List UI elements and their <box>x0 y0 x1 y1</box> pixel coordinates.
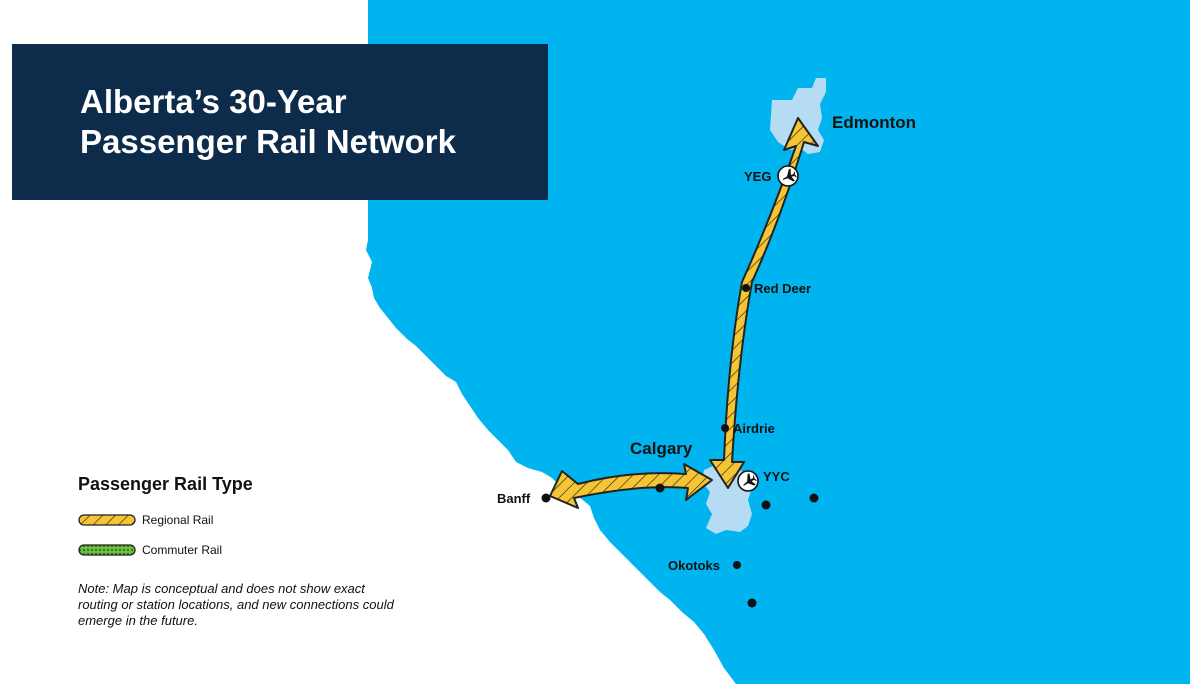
regional-rail-calgary-edmonton <box>709 117 819 489</box>
province-alberta <box>366 0 1190 684</box>
station-red-deer <box>742 284 750 292</box>
legend-item-regional-rail: Regional Rail <box>78 509 408 531</box>
title-banner: Alberta’s 30-Year Passenger Rail Network <box>12 44 548 200</box>
station-dot-far-east <box>809 493 819 503</box>
map-title: Alberta’s 30-Year Passenger Rail Network <box>80 82 456 162</box>
legend-item-commuter-rail: Commuter Rail <box>78 539 408 561</box>
label-airdrie: Airdrie <box>733 421 775 436</box>
regional-rail-banff-calgary <box>549 463 713 509</box>
label-okotoks: Okotoks <box>668 558 720 573</box>
legend-heading: Passenger Rail Type <box>78 474 253 494</box>
legend-label-regional-rail: Regional Rail <box>142 513 214 527</box>
title-line-2: Passenger Rail Network <box>80 123 456 160</box>
regional-rail-swatch-icon <box>78 514 136 526</box>
station-dot-east-calgary <box>761 500 771 510</box>
station-dot-west-calgary <box>655 483 665 493</box>
label-calgary: Calgary <box>630 439 693 458</box>
airplane-icon <box>737 470 759 492</box>
map-note: Note: Map is conceptual and does not sho… <box>78 581 394 628</box>
airplane-icon <box>777 165 799 187</box>
legend: Passenger Rail Type Regional Rail Commut… <box>78 474 408 629</box>
station-okotoks <box>733 561 741 569</box>
title-line-1: Alberta’s 30-Year <box>80 83 347 120</box>
station-airdrie <box>721 424 729 432</box>
station-dot-south <box>747 598 757 608</box>
commuter-rail-swatch-icon <box>78 544 136 556</box>
label-yeg: YEG <box>744 169 771 184</box>
label-edmonton: Edmonton <box>832 113 916 132</box>
edmonton-area <box>770 78 826 154</box>
station-banff <box>541 493 551 503</box>
label-banff: Banff <box>497 491 531 506</box>
legend-label-commuter-rail: Commuter Rail <box>142 543 223 557</box>
label-red-deer: Red Deer <box>754 281 811 296</box>
label-yyc: YYC <box>763 469 790 484</box>
